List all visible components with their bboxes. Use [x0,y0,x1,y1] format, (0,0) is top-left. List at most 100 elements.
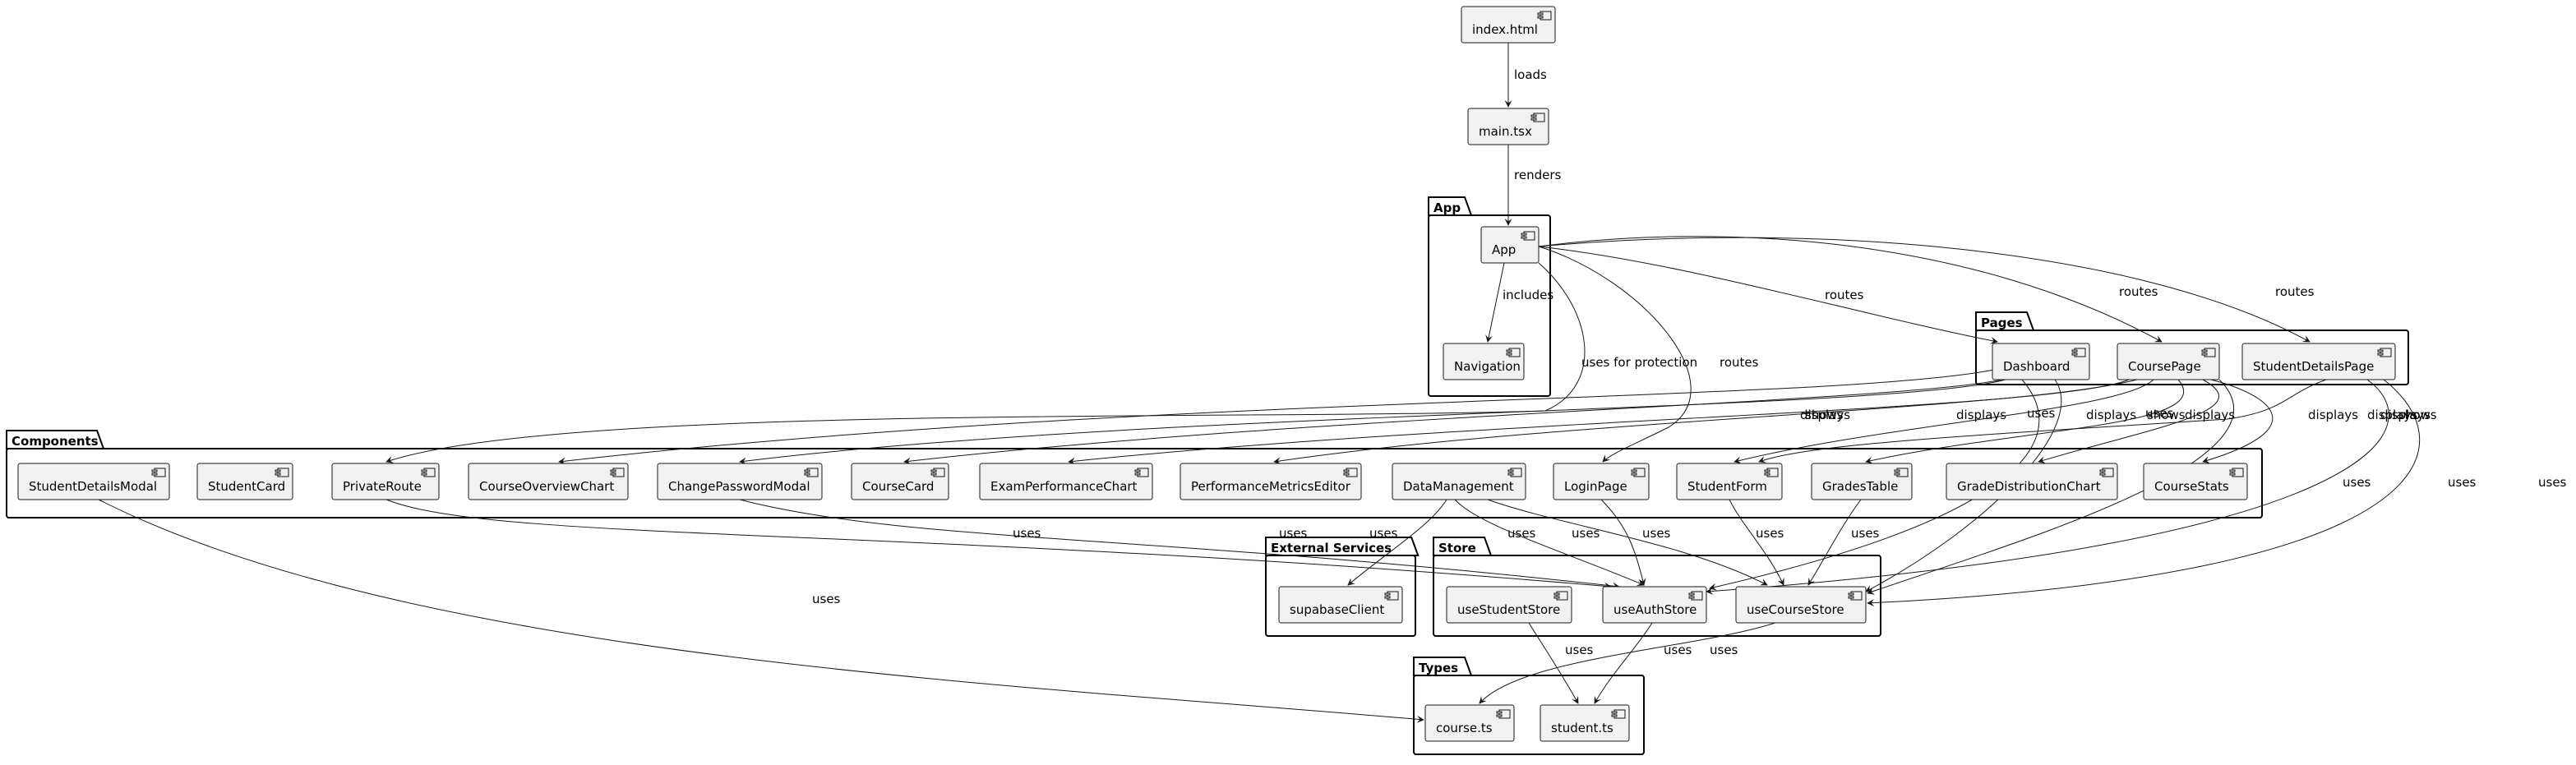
component-label: Dashboard [2003,359,2070,374]
edge-label: shows [1805,408,1844,422]
component-box[interactable] [657,463,823,500]
edge-label: uses [1279,526,1308,541]
component-box[interactable] [468,463,629,500]
component-coursecard[interactable]: CourseCard [851,463,949,500]
edge-label: shows [2398,408,2437,422]
component-usestudentstore[interactable]: useStudentStore [1446,586,1572,624]
component-icon [275,468,289,477]
edge-app-to-nav [1485,262,1505,343]
package-label: Components [12,434,99,449]
edge-label: uses [2538,475,2567,490]
edge-label: uses [1642,526,1671,541]
component-box[interactable] [851,463,949,500]
component-privateroute[interactable]: PrivateRoute [331,463,440,500]
component-index[interactable]: index.html [1461,6,1556,44]
component-changepasswordmodal[interactable]: ChangePasswordModal [657,463,823,500]
component-nav[interactable]: Navigation [1443,343,1525,380]
component-box[interactable] [1180,463,1362,500]
component-box[interactable] [1992,343,2090,380]
edge-datamanagement-to-supabaseclient [1347,499,1447,586]
component-box[interactable] [1540,704,1630,742]
component-box[interactable] [1467,108,1549,145]
edge-label: displays [2308,408,2358,422]
component-gradestable[interactable]: GradesTable [1811,463,1913,500]
edge-app-to-privateroute [385,262,1586,463]
component-box[interactable] [2143,463,2248,500]
component-icon [1688,591,1703,601]
edge-label: uses for protection [1581,355,1697,370]
component-dashboard[interactable]: Dashboard [1992,343,2090,380]
component-studentform[interactable]: StudentForm [1676,463,1783,500]
component-gradedistributionchart[interactable]: GradeDistributionChart [1946,463,2118,500]
component-app[interactable]: App [1480,226,1540,264]
component-box[interactable] [1424,704,1515,742]
edge-label: uses [1710,643,1738,657]
edge-useauthstore-to-studentts [1594,622,1653,704]
component-box[interactable] [1811,463,1913,500]
component-label: StudentCard [208,479,285,494]
component-usecoursestore[interactable]: useCourseStore [1735,586,1867,624]
edge-loginpage-to-useauthstore [1600,499,1646,586]
component-performancemetricseditor[interactable]: PerformanceMetricsEditor [1180,463,1362,500]
component-studentdetailspage[interactable]: StudentDetailsPage [2241,343,2396,380]
component-icon [2099,468,2114,477]
edge-label: displays [1956,408,2006,422]
edge-label: displays [2380,408,2431,422]
edge-label: shows [2147,408,2186,422]
component-courseoverviewchart[interactable]: CourseOverviewChart [468,463,629,500]
edge-label: displays [2086,408,2136,422]
component-main[interactable]: main.tsx [1467,108,1549,145]
component-box[interactable] [1443,343,1525,380]
component-datamanagement[interactable]: DataManagement [1392,463,1526,500]
component-icon [2201,348,2216,357]
component-box[interactable] [979,463,1153,500]
component-studentdetailsmodal[interactable]: StudentDetailsModal [17,463,170,500]
component-box[interactable] [2241,343,2396,380]
component-coursets[interactable]: course.ts [1424,704,1515,742]
component-box[interactable] [1676,463,1783,500]
component-icon [1343,468,1358,477]
component-box[interactable] [1946,463,2118,500]
edge-label: routes [1720,355,1759,370]
component-box[interactable] [1278,586,1403,624]
component-useauthstore[interactable]: useAuthStore [1602,586,1707,624]
component-studentcard[interactable]: StudentCard [196,463,293,500]
component-icon [1631,468,1646,477]
component-icon [1507,468,1522,477]
component-coursepage[interactable]: CoursePage [2117,343,2220,380]
component-icon [1553,591,1568,601]
component-box[interactable] [17,463,170,500]
component-icon [1134,468,1149,477]
edge-studentdetailspage-to-studentform [1758,379,2327,463]
component-box[interactable] [1461,6,1556,44]
component-box[interactable] [1446,586,1572,624]
component-examperformancechart[interactable]: ExamPerformanceChart [979,463,1153,500]
edge-dashboard-to-coursecard [903,379,2003,465]
component-coursestats[interactable]: CourseStats [2143,463,2248,500]
component-box[interactable] [331,463,440,500]
component-box[interactable] [2117,343,2220,380]
component-label: StudentDetailsPage [2253,359,2374,374]
component-box[interactable] [196,463,293,500]
component-label: PerformanceMetricsEditor [1191,479,1351,494]
package-label: App [1433,200,1461,215]
package-label: External Services [1271,541,1392,555]
component-box[interactable] [1392,463,1526,500]
component-box[interactable] [1735,586,1867,624]
component-icon [1611,709,1626,719]
component-box[interactable] [1602,586,1707,624]
component-icon [610,468,625,477]
component-supabaseclient[interactable]: supabaseClient [1278,586,1403,624]
edge-label: uses [2448,475,2477,490]
component-icon [1894,468,1909,477]
edge-studentform-to-usecoursestore [1729,499,1784,586]
edge-app-to-coursepage [1538,236,2163,343]
component-loginpage[interactable]: LoginPage [1553,463,1650,500]
edge-label: displays [2367,408,2417,422]
component-studentts[interactable]: student.ts [1540,704,1630,742]
edge-label: loads [1514,67,1547,82]
component-box[interactable] [1553,463,1650,500]
